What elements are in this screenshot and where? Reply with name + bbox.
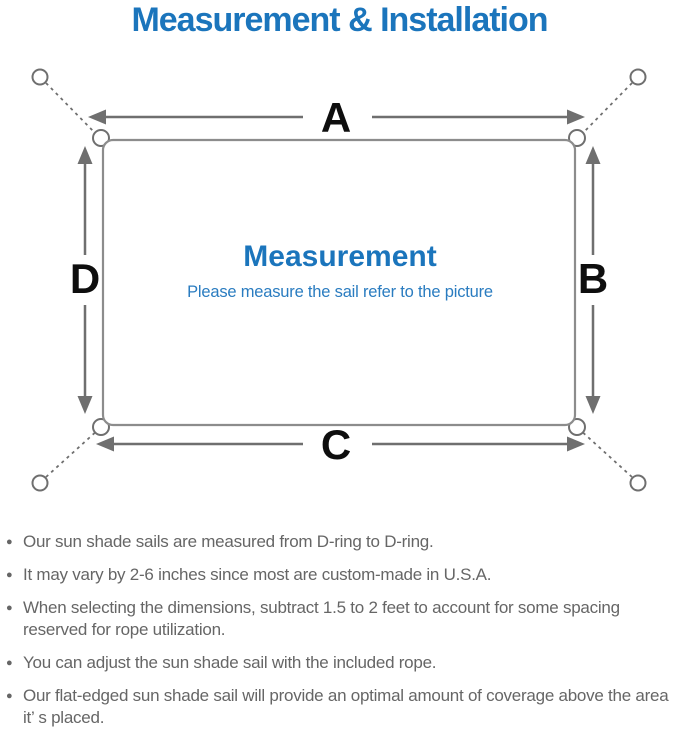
dimension-label-d: D [70, 255, 100, 302]
note-text: You can adjust the sun shade sail with t… [23, 653, 437, 672]
note-text: When selecting the dimensions, subtract … [23, 598, 620, 639]
bullet-dot-icon: ● [6, 569, 13, 581]
dimension-line-a [88, 109, 585, 125]
note-text: Our flat-edged sun shade sail will provi… [23, 686, 669, 727]
dimension-line-c [96, 436, 585, 452]
d-ring-top-right-icon [568, 129, 586, 147]
rope-dash-top-left [45, 82, 100, 138]
arrowhead-right-icon [567, 436, 585, 452]
anchor-ring-bottom-left-icon [31, 474, 49, 492]
bullet-dot-icon: ● [6, 690, 13, 702]
arrowhead-left-icon [88, 109, 106, 125]
dimension-line-b [585, 146, 601, 414]
dimension-label-c: C [321, 421, 351, 468]
d-ring-top-left-icon [92, 129, 110, 147]
arrowhead-down-icon [77, 396, 93, 414]
notes-list: ● Our sun shade sails are measured from … [5, 531, 677, 740]
d-ring-bottom-right-icon [568, 418, 586, 436]
measurement-diagram: A C D B Measurement Please measure the s… [31, 68, 647, 492]
note-text: It may vary by 2-6 inches since most are… [23, 565, 492, 584]
diagram-heading: Measurement [243, 240, 436, 273]
arrowhead-right-icon [567, 109, 585, 125]
arrowhead-down-icon [585, 396, 601, 414]
diagram-subheading: Please measure the sail refer to the pic… [187, 283, 493, 301]
arrowhead-left-icon [96, 436, 114, 452]
anchor-ring-top-right-icon [629, 68, 647, 86]
bullet-dot-icon: ● [6, 657, 13, 669]
bullet-dot-icon: ● [6, 602, 13, 614]
rope-dash-bottom-left [45, 428, 100, 478]
bullet-dot-icon: ● [6, 536, 13, 548]
dimension-label-a: A [321, 94, 351, 141]
page-title: Measurement & Installation [131, 1, 548, 39]
anchor-ring-top-left-icon [31, 68, 49, 86]
sail-outline [101, 138, 577, 427]
rope-dash-bottom-right [578, 428, 633, 478]
note-item: ● It may vary by 2-6 inches since most a… [5, 564, 677, 586]
note-item: ● Our sun shade sails are measured from … [5, 531, 677, 553]
anchor-ring-bottom-right-icon [629, 474, 647, 492]
dimension-line-d [77, 146, 93, 414]
note-text: Our sun shade sails are measured from D-… [23, 532, 434, 551]
arrowhead-up-icon [585, 146, 601, 164]
note-item: ● When selecting the dimensions, subtrac… [5, 597, 677, 641]
arrowhead-up-icon [77, 146, 93, 164]
d-ring-bottom-left-icon [92, 418, 110, 436]
rope-dash-top-right [578, 82, 633, 138]
note-item: ● You can adjust the sun shade sail with… [5, 652, 677, 674]
note-item: ● Our flat-edged sun shade sail will pro… [5, 685, 677, 729]
dimension-label-b: B [578, 255, 608, 302]
